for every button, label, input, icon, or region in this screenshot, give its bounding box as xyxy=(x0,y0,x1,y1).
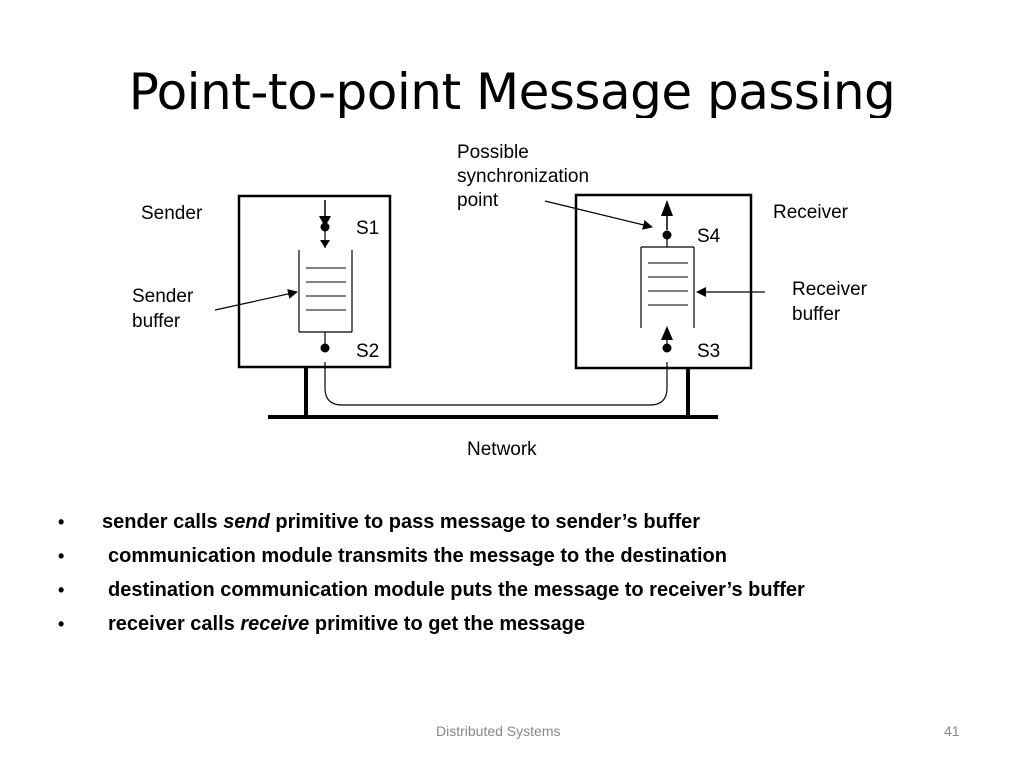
receiver-box xyxy=(574,193,753,370)
receiver-buffer-label-line-1: Receiver xyxy=(792,279,868,300)
receiver-buffer-label-line-2: buffer xyxy=(792,304,841,325)
bullet-item: • receiver calls receive primitive to ge… xyxy=(58,607,998,641)
page-number: 41 xyxy=(944,723,960,739)
sender-buffer-label-line-1: Sender xyxy=(132,286,194,307)
s2-point xyxy=(320,343,330,353)
sender-box xyxy=(237,194,392,369)
message-passing-diagram: Possible synchronization point Sender Re… xyxy=(132,142,868,460)
bullet-text: communication module transmits the messa… xyxy=(108,539,727,573)
point-label-s4: S4 xyxy=(697,226,721,247)
bullet-list: • sender calls send primitive to pass me… xyxy=(58,505,998,641)
bullet-symbol: • xyxy=(58,580,65,600)
sync-label-line-1: Possible xyxy=(457,142,529,163)
receiver-label: Receiver xyxy=(773,202,849,223)
bullet-text-part: primitive to pass message to sender’s bu… xyxy=(269,511,701,533)
bullet-symbol: • xyxy=(58,546,65,566)
bullet-item: • sender calls send primitive to pass me… xyxy=(58,505,998,539)
sender-buffer xyxy=(298,250,353,333)
bullet-text-part: communication module transmits the messa… xyxy=(108,545,727,567)
bullet-text-part: primitive to get the message xyxy=(309,613,585,635)
bullet-text-italic: receive xyxy=(240,613,310,635)
footer-title: Distributed Systems xyxy=(436,723,561,739)
sender-buffer-pointer xyxy=(214,289,298,311)
bullet-text-part: receiver calls xyxy=(108,613,241,635)
bullet-item: • destination communication module puts … xyxy=(58,573,998,607)
point-label-s3: S3 xyxy=(697,341,720,362)
bullet-item: • communication module transmits the mes… xyxy=(58,539,998,573)
bullet-text: sender calls send primitive to pass mess… xyxy=(102,505,700,539)
s4-exit-arrowhead xyxy=(661,200,673,216)
sender-label: Sender xyxy=(141,203,203,224)
point-label-s1: S1 xyxy=(356,218,379,239)
message-path xyxy=(324,362,668,406)
s3-arrowhead xyxy=(661,326,673,340)
sender-buffer-label-line-2: buffer xyxy=(132,311,181,332)
s1-buffer-arrowhead xyxy=(320,240,330,248)
sync-point-pointer xyxy=(544,200,653,230)
bullet-text-part: sender calls xyxy=(102,511,224,533)
network-label: Network xyxy=(467,439,537,460)
bullet-text-part: destination communication module puts th… xyxy=(108,579,805,601)
slide-title: Point-to-point Message passing xyxy=(128,63,896,118)
sync-label-line-3: point xyxy=(457,190,499,211)
receiver-buffer xyxy=(640,246,695,328)
sync-label-line-2: synchronization xyxy=(457,166,589,187)
bullet-symbol: • xyxy=(58,614,65,634)
title-area: Point-to-point Message passing xyxy=(0,52,1024,118)
bullet-text: receiver calls receive primitive to get … xyxy=(108,607,585,641)
bullet-text-italic: send xyxy=(223,511,270,533)
s4-point xyxy=(662,230,672,240)
s1-arrowhead xyxy=(319,216,331,227)
bullet-text: destination communication module puts th… xyxy=(108,573,805,607)
point-label-s2: S2 xyxy=(356,341,379,362)
bullet-symbol: • xyxy=(58,512,65,532)
